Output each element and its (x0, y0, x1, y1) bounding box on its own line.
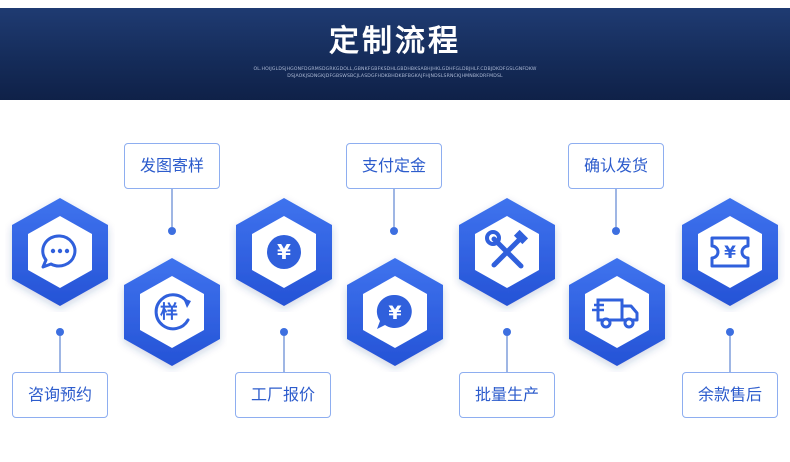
yen-ticket-glyph: ¥ (724, 243, 736, 263)
tools-icon (452, 192, 562, 312)
step-6-connector (615, 189, 617, 227)
step-7-connector (729, 336, 731, 372)
chat-bubble-icon (5, 192, 115, 312)
step-2-label: 发图寄样 (124, 143, 220, 189)
step-6-label: 确认发货 (568, 143, 664, 189)
step-3-hexagon[interactable]: ¥ (229, 192, 339, 312)
step-5-connector (506, 336, 508, 372)
step-3-dot (280, 328, 288, 336)
header-banner: 定制流程 OL.HOIJGLDSJHGONFDGRMSDGRKGDOLL,GBN… (0, 8, 790, 100)
step-5-dot (503, 328, 511, 336)
step-2-hexagon[interactable]: 样 (117, 252, 227, 372)
step-7-label: 余款售后 (682, 372, 778, 418)
yen-coin-icon: ¥ (229, 192, 339, 312)
sample-cycle-icon: 样 (117, 252, 227, 372)
header-subtitle-line-2: DSJAOKJSDNGKJDFGBSWSBCJLASDGFHDKBHDKBFBG… (287, 74, 503, 79)
step-3-connector (283, 336, 285, 372)
yen-chat-icon: ¥ (340, 252, 450, 372)
step-7-hexagon[interactable]: ¥ (675, 192, 785, 312)
step-2-connector (171, 189, 173, 227)
header-subtitle-line-1: OL.HOIJGLDSJHGONFDGRMSDGRKGDOLL,GBNKFGBF… (253, 67, 537, 72)
sample-icon-glyph: 样 (160, 301, 178, 323)
step-4-hexagon[interactable]: ¥ (340, 252, 450, 372)
step-3-label: 工厂报价 (235, 372, 331, 418)
step-1-dot (56, 328, 64, 336)
step-6-hexagon[interactable] (562, 252, 672, 372)
yen-ticket-icon: ¥ (675, 192, 785, 312)
delivery-truck-icon (562, 252, 672, 372)
step-1-hexagon[interactable] (5, 192, 115, 312)
step-4-connector (393, 189, 395, 227)
step-6-dot (612, 227, 620, 235)
step-4-label: 支付定金 (346, 143, 442, 189)
yen-coin-glyph: ¥ (277, 240, 291, 264)
yen-chat-glyph: ¥ (388, 302, 401, 324)
step-7-dot (726, 328, 734, 336)
step-1-label: 咨询预约 (12, 372, 108, 418)
process-flow: 咨询预约 发图寄样 样 ¥ 工厂报价 (0, 100, 790, 462)
page-title: 定制流程 (329, 24, 461, 59)
step-2-dot (168, 227, 176, 235)
step-5-label: 批量生产 (459, 372, 555, 418)
step-4-dot (390, 227, 398, 235)
step-5-hexagon[interactable] (452, 192, 562, 312)
step-1-connector (59, 336, 61, 372)
